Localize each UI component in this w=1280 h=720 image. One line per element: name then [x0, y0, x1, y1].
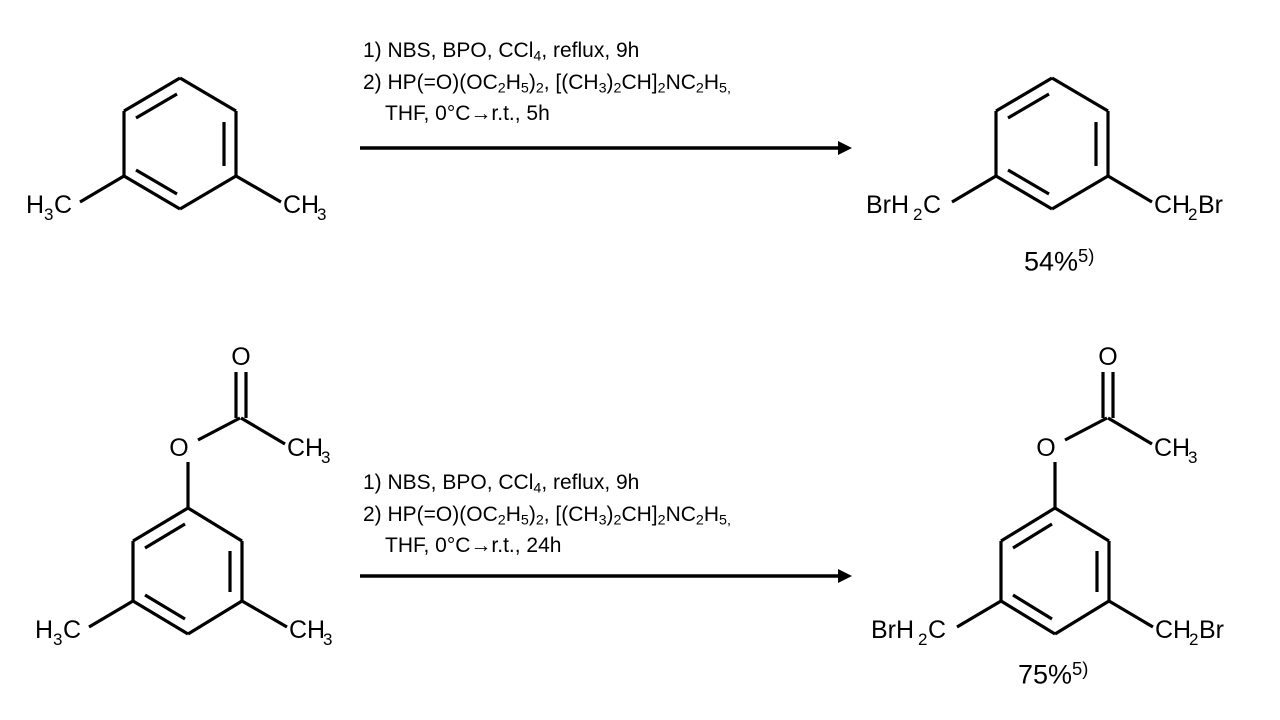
reaction-1-yield: 54%5) — [1024, 245, 1094, 277]
label-ch3-r1-reactant: CH 3 — [283, 191, 326, 224]
benzene-ring-r1-product — [994, 76, 1110, 211]
yield-value-2: 75% — [1018, 659, 1073, 690]
svg-text:BrH: BrH — [866, 191, 909, 219]
label-ch2br-r2-product: CH 2 Br — [1155, 616, 1224, 649]
svg-text:3: 3 — [1188, 448, 1197, 467]
label-ester-oxygen-r2-product: O — [1036, 434, 1055, 462]
reaction-1-conditions-line-2: 2) HP(=O)(OC2H5)2, [(CH3)2CH]2NC2H5, — [363, 70, 731, 97]
bond-ch2br-right-r1 — [1107, 174, 1153, 204]
benzene-ring-r2-product — [999, 506, 1111, 636]
bond-ester-o-to-carbonyl-r2 — [197, 416, 241, 442]
label-h3c-r1-reactant: H 3 C — [26, 191, 72, 224]
reaction-1-conditions: 1) NBS, BPO, CCl4, reflux, 9h 2) HP(=O)(… — [363, 38, 731, 127]
svg-text:C: C — [923, 191, 941, 219]
label-h3c-r2-reactant: H 3 C — [35, 616, 81, 649]
reaction-arrow-1 — [360, 141, 852, 155]
svg-text:2: 2 — [1188, 205, 1197, 224]
svg-text:CH: CH — [289, 616, 325, 644]
svg-text:3: 3 — [323, 630, 332, 649]
reaction-2-conditions-line-2: 2) HP(=O)(OC2H5)2, [(CH3)2CH]2NC2H5, — [363, 502, 731, 529]
reaction-1-conditions-line-3: THF, 0°C→r.t., 5h — [385, 102, 550, 126]
svg-text:C: C — [63, 616, 81, 644]
bond-carbonyl-to-methyl-r2p — [1107, 416, 1153, 446]
svg-text:3: 3 — [44, 205, 53, 224]
svg-text:Br: Br — [1198, 191, 1223, 219]
label-carbonyl-oxygen-r2-product: O — [1098, 343, 1117, 371]
benzene-ring-r2-reactant — [131, 506, 244, 636]
svg-text:CH: CH — [283, 191, 319, 219]
reaction-2-yield: 75%5) — [1018, 658, 1088, 690]
svg-text:CH: CH — [1154, 434, 1190, 462]
svg-text:3: 3 — [321, 448, 330, 467]
label-ch3-r2-reactant: CH 3 — [289, 616, 332, 649]
yield-value-1: 54% — [1024, 246, 1079, 277]
bond-ch2br-left-r2p — [956, 599, 1002, 629]
label-acetyl-ch3-r2-product: CH 3 — [1154, 434, 1197, 467]
svg-text:3: 3 — [317, 205, 326, 224]
label-ester-oxygen-r2-reactant: O — [169, 434, 188, 462]
reaction-1-conditions-line-1: 1) NBS, BPO, CCl4, reflux, 9h — [363, 39, 640, 65]
bond-ch2br-left-r1 — [951, 174, 997, 204]
label-ch2br-r1-product: CH 2 Br — [1154, 191, 1223, 224]
label-carbonyl-oxygen-r2-reactant: O — [231, 343, 250, 371]
bond-methyl-left-r1 — [79, 174, 125, 204]
reaction-2-conditions-line-3: THF, 0°C→r.t., 24h — [385, 534, 562, 558]
bond-carbonyl-to-methyl-r2 — [240, 416, 286, 446]
bond-methyl-right-r1 — [235, 174, 282, 204]
reaction-2-conditions-line-1: 1) NBS, BPO, CCl4, reflux, 9h — [363, 471, 640, 497]
bond-methyl-left-r2 — [88, 599, 134, 629]
reaction-arrow-2 — [360, 569, 852, 583]
svg-text:BrH: BrH — [871, 616, 914, 644]
bond-ester-o-to-carbonyl-r2p — [1064, 416, 1108, 442]
subscript-4: 4 — [533, 48, 542, 65]
svg-text:C: C — [928, 616, 946, 644]
svg-text:2: 2 — [1189, 630, 1198, 649]
yield-ref-2: 5) — [1072, 658, 1089, 679]
svg-text:H: H — [35, 616, 53, 644]
svg-text:2: 2 — [913, 205, 922, 224]
bond-methyl-right-r2 — [241, 599, 288, 629]
svg-text:CH: CH — [287, 434, 323, 462]
reaction-2-reactant-structure: O O CH 3 H 3 C CH 3 — [35, 343, 332, 649]
label-acetyl-ch3-r2-reactant: CH 3 — [287, 434, 330, 467]
label-brh2c-r1-product: BrH 2 C — [866, 191, 941, 224]
svg-text:H: H — [26, 191, 44, 219]
svg-text:C: C — [54, 191, 72, 219]
svg-text:2: 2 — [918, 630, 927, 649]
reaction-1-product-structure: BrH 2 C CH 2 Br — [866, 76, 1223, 224]
reaction-1-reactant-structure: H 3 C CH 3 — [26, 76, 326, 224]
reaction-2-product-structure: O O CH 3 BrH 2 C CH 2 Br — [871, 343, 1224, 649]
label-brh2c-r2-product: BrH 2 C — [871, 616, 946, 649]
bond-ch2br-right-r2p — [1108, 599, 1154, 629]
benzene-ring-r1-reactant — [122, 76, 238, 211]
svg-text:Br: Br — [1199, 616, 1224, 644]
yield-ref-1: 5) — [1078, 245, 1095, 266]
reaction-2-conditions: 1) NBS, BPO, CCl4, reflux, 9h 2) HP(=O)(… — [363, 470, 731, 559]
svg-text:3: 3 — [53, 630, 62, 649]
svg-text:CH: CH — [1155, 616, 1191, 644]
svg-text:CH: CH — [1154, 191, 1190, 219]
